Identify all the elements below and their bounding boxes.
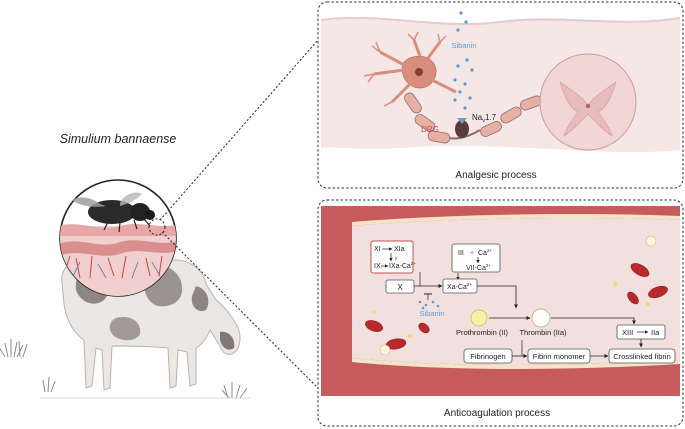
thrombin-icon	[531, 308, 551, 328]
myelinated-axon	[404, 91, 573, 144]
ca-label: Ca2+	[478, 248, 492, 257]
connector-bottom	[161, 231, 319, 389]
ixa-label: IXa-Ca2+	[389, 261, 416, 270]
drg-neuron	[363, 31, 457, 107]
anticoagulation-caption: Anticoagulation process	[444, 408, 550, 419]
xi-label: XI	[374, 246, 381, 253]
bite-site-marker	[148, 218, 166, 236]
x-label: X	[397, 283, 403, 292]
vii-label: VII-Ca2+	[466, 263, 491, 272]
sibanin-dots-bottom	[418, 300, 440, 310]
ix-label: IX	[374, 263, 381, 270]
spinal-cord	[539, 53, 637, 151]
extrinsic-box	[451, 243, 501, 273]
prothrombin-label: Prothrombin (II)	[456, 328, 509, 337]
fibrinogen-label: Fibrinogen	[470, 352, 505, 361]
thrombin-to-xiii-arrow	[551, 317, 636, 325]
xia-inhibit-mark: ×	[394, 256, 398, 263]
channel-pore	[457, 118, 467, 124]
thrombin-label: Thrombin (IIa)	[519, 328, 567, 337]
intrinsic-box	[370, 240, 414, 274]
sibanin-dots	[453, 11, 474, 110]
iii-label: III	[458, 250, 464, 257]
crosslinked-fibrin-box	[608, 348, 676, 364]
drg-label: DRG	[421, 125, 439, 134]
sibanin-label-bottom: Sibanin	[419, 309, 444, 318]
species-label: Simulium bannaense	[60, 132, 177, 146]
platelets	[372, 282, 650, 338]
x-box	[385, 279, 415, 294]
xia-label: XIa	[394, 246, 405, 253]
xa-label: Xa-Ca2+	[447, 282, 472, 291]
nav17-channel-soma	[455, 120, 469, 138]
blood-vessel	[321, 206, 680, 396]
grass-left	[0, 339, 56, 393]
analgesic-caption: Analgesic process	[455, 170, 536, 181]
nav17-label: Nav1.7	[472, 113, 497, 124]
plus-sign: +	[470, 250, 474, 257]
sibanin-label-top: Sibanin	[451, 41, 476, 50]
xa-to-thrombin-arrow	[477, 285, 518, 309]
fibrin-monomer-label: Fibrin monomer	[533, 352, 586, 361]
iia-label: IIa	[651, 328, 660, 337]
grass-right	[221, 382, 248, 399]
prothrombin-icon	[470, 309, 488, 327]
crosslinked-fibrin-label: Crosslinked fibrin	[613, 352, 671, 361]
xiii-label: XIII	[622, 328, 633, 337]
red-blood-cells	[365, 263, 668, 350]
activated-platelets	[379, 235, 657, 356]
blackfly-illustration	[72, 192, 155, 233]
connector-top	[159, 39, 319, 221]
